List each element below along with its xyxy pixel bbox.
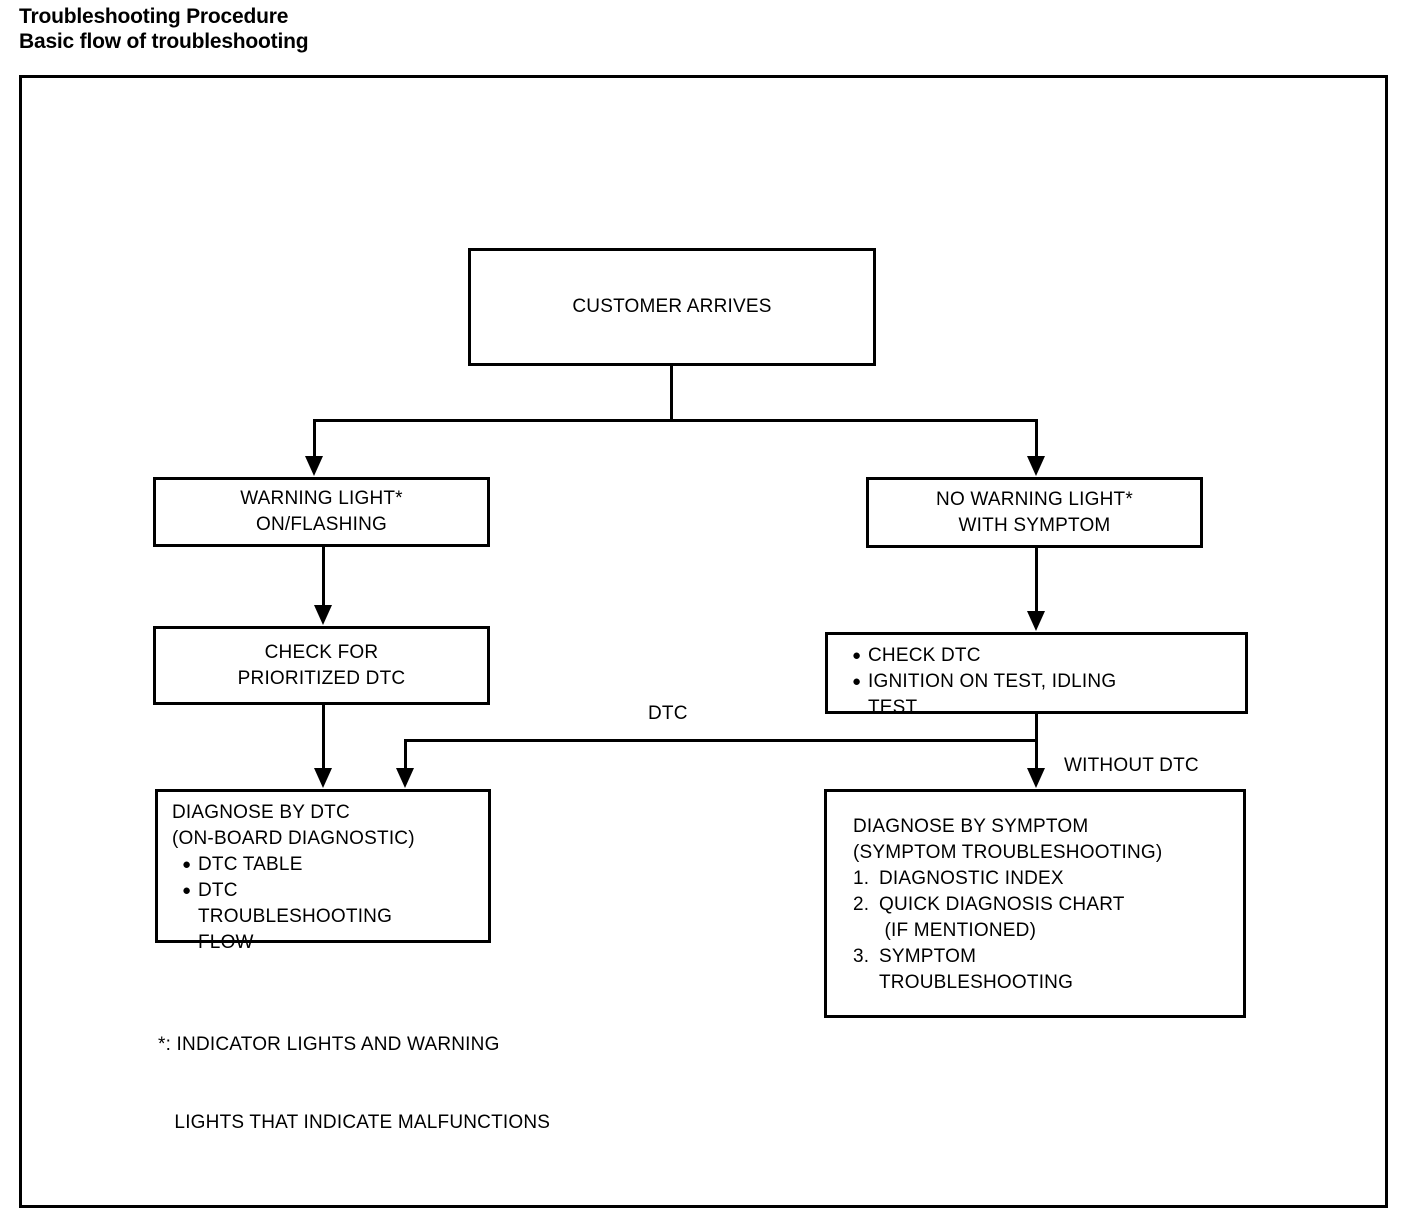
list-number: 1. [853,868,870,889]
title-line-2: Basic flow of troubleshooting [19,30,309,53]
diagram-frame [19,75,1388,1208]
node-diagnose-by-symptom-item-2: QUICK DIAGNOSIS CHART (IF MENTIONED) [879,894,1125,941]
node-check-prioritized-dtc-line-1: CHECK FOR [264,641,379,663]
bullet-icon: ● [182,882,192,899]
arrowhead-to-check-dtc [1027,611,1045,631]
list-number: 2. [853,894,870,915]
page-title: Troubleshooting Procedure Basic flow of … [19,4,819,54]
node-check-prioritized-dtc[interactable]: CHECK FOR PRIORITIZED DTC [153,626,490,705]
node-diagnose-by-dtc-bullet-2: DTC TROUBLESHOOTING FLOW [198,880,393,953]
connector-split-bus [313,419,1038,422]
node-diagnose-by-symptom-item-3: SYMPTOM TROUBLESHOOTING [879,946,1074,993]
footnote-line-2: LIGHTS THAT INDICATE MALFUNCTIONS [158,1112,551,1133]
edge-label-dtc: DTC [648,703,688,724]
node-check-dtc-bullet-1: CHECK DTC [868,645,981,666]
node-diagnose-by-symptom[interactable]: DIAGNOSE BY SYMPTOM (SYMPTOM TROUBLESHOO… [824,789,1246,1018]
arrowhead-to-check-prioritized [314,605,332,625]
arrowhead-to-diagnose-by-dtc [314,768,332,788]
connector-dtc-bus [404,739,1038,742]
node-diagnose-by-dtc[interactable]: DIAGNOSE BY DTC (ON-BOARD DIAGNOSTIC) ● … [155,789,491,953]
title-line-1: Troubleshooting Procedure [19,5,289,28]
node-diagnose-by-dtc-heading-2: (ON-BOARD DIAGNOSTIC) [172,828,415,849]
list-item: ● CHECK DTC [842,643,1116,669]
connector-check-dtc-stem [1035,714,1038,742]
bullet-icon: ● [182,856,192,873]
connector-dtc-drop [404,739,407,771]
connector-to-diagnose-by-dtc [322,705,325,770]
footnote-line-1: *: INDICATOR LIGHTS AND WARNING [158,1034,500,1055]
node-check-dtc-bullet-2: IGNITION ON TEST, IDLING TEST [868,671,1117,718]
list-number: 3. [853,946,870,967]
connector-to-check-prioritized [322,547,325,607]
connector-without-dtc-drop [1035,739,1038,771]
node-diagnose-by-dtc-bullet-1: DTC TABLE [198,854,303,875]
node-diagnose-by-symptom-heading-2: (SYMPTOM TROUBLESHOOTING) [853,842,1163,863]
node-diagnose-by-symptom-heading-1: DIAGNOSE BY SYMPTOM [853,816,1089,837]
node-warning-light[interactable]: WARNING LIGHT* ON/FLASHING [153,477,490,547]
arrowhead-to-no-warning-light [1027,456,1045,476]
node-check-dtc[interactable]: ● CHECK DTC ● IGNITION ON TEST, IDLING T… [825,632,1248,718]
edge-label-without-dtc: WITHOUT DTC [1064,755,1199,776]
list-item: 2. QUICK DIAGNOSIS CHART (IF MENTIONED) [853,892,1162,944]
list-item: 3. SYMPTOM TROUBLESHOOTING [853,944,1162,996]
list-item: ● DTC TABLE [172,852,415,878]
bullet-icon: ● [852,673,862,690]
node-no-warning-light[interactable]: NO WARNING LIGHT* WITH SYMPTOM [866,477,1203,548]
arrowhead-to-diagnose-by-symptom [1027,768,1045,788]
connector-to-warning-light [313,419,316,459]
node-no-warning-light-line-2: WITH SYMPTOM [958,514,1111,536]
node-customer-arrives[interactable]: CUSTOMER ARRIVES [468,248,876,366]
connector-customer-stem [670,366,673,422]
node-warning-light-line-1: WARNING LIGHT* [240,488,403,509]
arrowhead-dtc-to-diagnose-by-dtc [396,768,414,788]
arrowhead-to-warning-light [305,456,323,476]
node-diagnose-by-symptom-item-1: DIAGNOSTIC INDEX [879,868,1064,889]
node-no-warning-light-line-1: NO WARNING LIGHT* [936,488,1133,510]
list-item: ● DTC TROUBLESHOOTING FLOW [172,878,415,956]
node-check-prioritized-dtc-line-2: PRIORITIZED DTC [237,667,406,689]
node-customer-arrives-label: CUSTOMER ARRIVES [572,296,772,317]
connector-to-check-dtc [1035,548,1038,613]
node-diagnose-by-dtc-heading-1: DIAGNOSE BY DTC [172,802,350,823]
connector-to-no-warning-light [1035,419,1038,459]
footnote: *: INDICATOR LIGHTS AND WARNING LIGHTS T… [158,980,550,1188]
bullet-icon: ● [852,647,862,664]
list-item: 1. DIAGNOSTIC INDEX [853,866,1162,892]
node-warning-light-line-2: ON/FLASHING [255,514,387,535]
list-item: ● IGNITION ON TEST, IDLING TEST [842,669,1116,721]
